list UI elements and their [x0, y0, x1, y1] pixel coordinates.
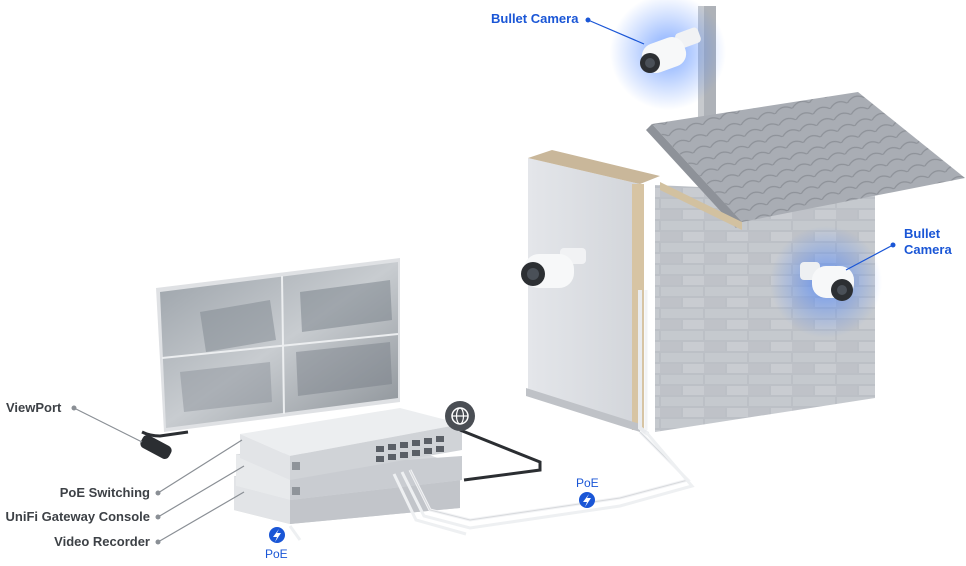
monitor	[156, 258, 400, 432]
bullet-camera-top[interactable]	[610, 0, 726, 110]
poe-switch-device[interactable]	[240, 408, 462, 480]
label-bullet-camera-top: Bullet Camera	[491, 11, 579, 26]
label-video-recorder: Video Recorder	[54, 534, 150, 549]
house	[526, 6, 965, 436]
label-bullet-camera-side-line2: Camera	[904, 242, 952, 257]
label-bullet-camera-side-line1: Bullet	[904, 226, 941, 241]
cables	[288, 419, 695, 541]
viewport-device[interactable]	[139, 430, 189, 461]
lightning-bolt-icon	[579, 492, 595, 508]
lightning-bolt-icon	[269, 527, 285, 543]
rack-stack	[234, 408, 462, 524]
label-poe-left: PoE	[265, 547, 288, 561]
house-front-wall	[528, 158, 640, 428]
house-roof	[652, 92, 965, 222]
leader-lines	[71, 17, 896, 545]
label-viewport: ViewPort	[6, 400, 62, 415]
globe-icon	[445, 401, 475, 431]
bullet-camera-brick-wall[interactable]	[770, 226, 882, 338]
label-poe-right: PoE	[576, 476, 599, 490]
label-poe-switching: PoE Switching	[59, 485, 150, 500]
label-gateway-console: UniFi Gateway Console	[5, 509, 150, 524]
bullet-camera-front-wall[interactable]	[521, 248, 586, 288]
